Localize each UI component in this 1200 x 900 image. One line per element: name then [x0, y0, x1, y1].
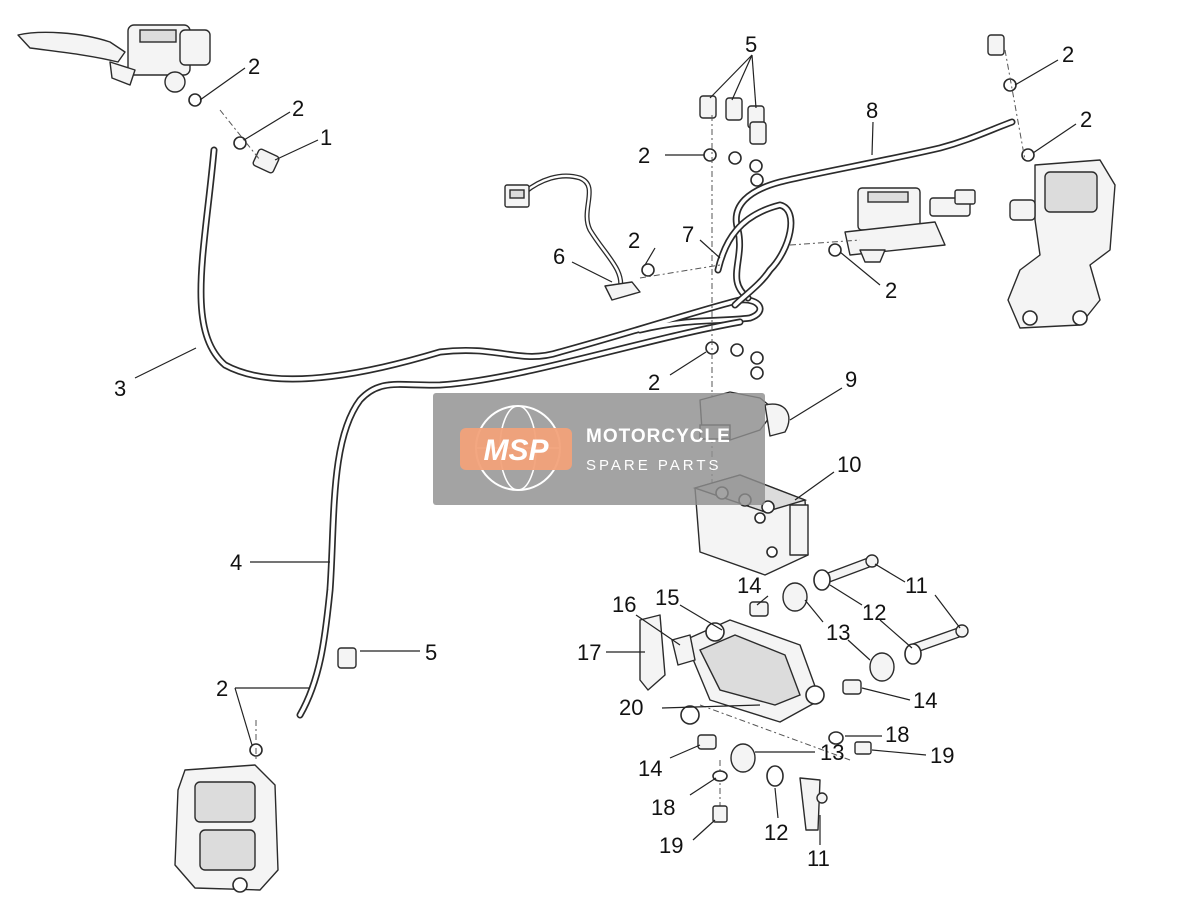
callouts: 1 2 2 2 2 2 2 2 2 2 3 4 5 — [114, 32, 1092, 871]
watermark-logo: MSP — [483, 434, 549, 467]
callout-15: 15 — [655, 585, 679, 610]
callout-4: 4 — [230, 550, 242, 575]
callout-2b: 2 — [292, 96, 304, 121]
bolts-11 — [799, 554, 969, 831]
callout-11a: 11 — [905, 573, 928, 598]
callout-19b: 19 — [659, 833, 683, 858]
front-brake-master-cylinder — [17, 24, 211, 93]
callout-18a: 18 — [885, 722, 909, 747]
callout-13a: 13 — [826, 620, 850, 645]
screw-19 — [854, 741, 872, 755]
callout-20: 20 — [619, 695, 643, 720]
watermark-panel — [433, 393, 765, 505]
callout-13b: 13 — [820, 740, 844, 765]
callout-8: 8 — [866, 98, 878, 123]
callout-7: 7 — [682, 222, 694, 247]
screw-19b — [712, 805, 728, 823]
callout-2e: 2 — [1062, 42, 1074, 67]
bushings-13 — [730, 582, 895, 773]
watermark-logo-badge — [460, 428, 572, 470]
watermark: MSP MOTORCYCLE SPARE PARTS — [433, 393, 765, 505]
callout-14b: 14 — [913, 688, 937, 713]
callout-19a: 19 — [930, 743, 954, 768]
hose-7 — [714, 201, 795, 309]
callout-2h: 2 — [648, 370, 660, 395]
hose-3 — [197, 146, 764, 383]
hose-4 — [296, 318, 744, 719]
sensor-cable-6 — [504, 173, 641, 301]
bleed-valve-1 — [252, 148, 280, 174]
washers-12 — [766, 569, 922, 787]
callout-2a: 2 — [248, 54, 260, 79]
watermark-title: MOTORCYCLE — [586, 426, 731, 447]
plate-17 — [639, 614, 666, 691]
callout-14c: 14 — [638, 756, 662, 781]
washer-18 — [828, 731, 844, 745]
washer-18b — [712, 770, 728, 782]
callout-10: 10 — [837, 452, 861, 477]
callout-6: 6 — [553, 244, 565, 269]
support-bracket-15 — [680, 619, 825, 725]
callout-12b: 12 — [764, 820, 788, 845]
hose-8 — [732, 118, 1016, 302]
callout-2f: 2 — [1080, 107, 1092, 132]
callout-17: 17 — [577, 640, 601, 665]
front-brake-caliper — [174, 764, 279, 893]
callout-16: 16 — [612, 592, 636, 617]
callout-18b: 18 — [651, 795, 675, 820]
callout-2g: 2 — [885, 278, 897, 303]
callout-14a: 14 — [737, 573, 761, 598]
clip-16 — [671, 634, 696, 666]
callout-9: 9 — [845, 367, 857, 392]
sealing-washers-2 — [188, 78, 1035, 757]
callout-2d: 2 — [628, 228, 640, 253]
rear-brake-caliper — [1007, 159, 1116, 329]
callout-11b: 11 — [807, 846, 830, 871]
callout-2c: 2 — [638, 143, 650, 168]
watermark-subtitle: SPARE PARTS — [586, 457, 722, 474]
callout-5a: 5 — [745, 32, 757, 57]
callout-3: 3 — [114, 376, 126, 401]
banjo-bolts-5 — [337, 34, 1005, 669]
callout-1: 1 — [320, 125, 332, 150]
callout-12a: 12 — [862, 600, 886, 625]
spacers-14 — [697, 601, 862, 750]
callout-5b: 5 — [425, 640, 437, 665]
rear-master-cylinder — [844, 187, 976, 263]
callout-2i: 2 — [216, 676, 228, 701]
